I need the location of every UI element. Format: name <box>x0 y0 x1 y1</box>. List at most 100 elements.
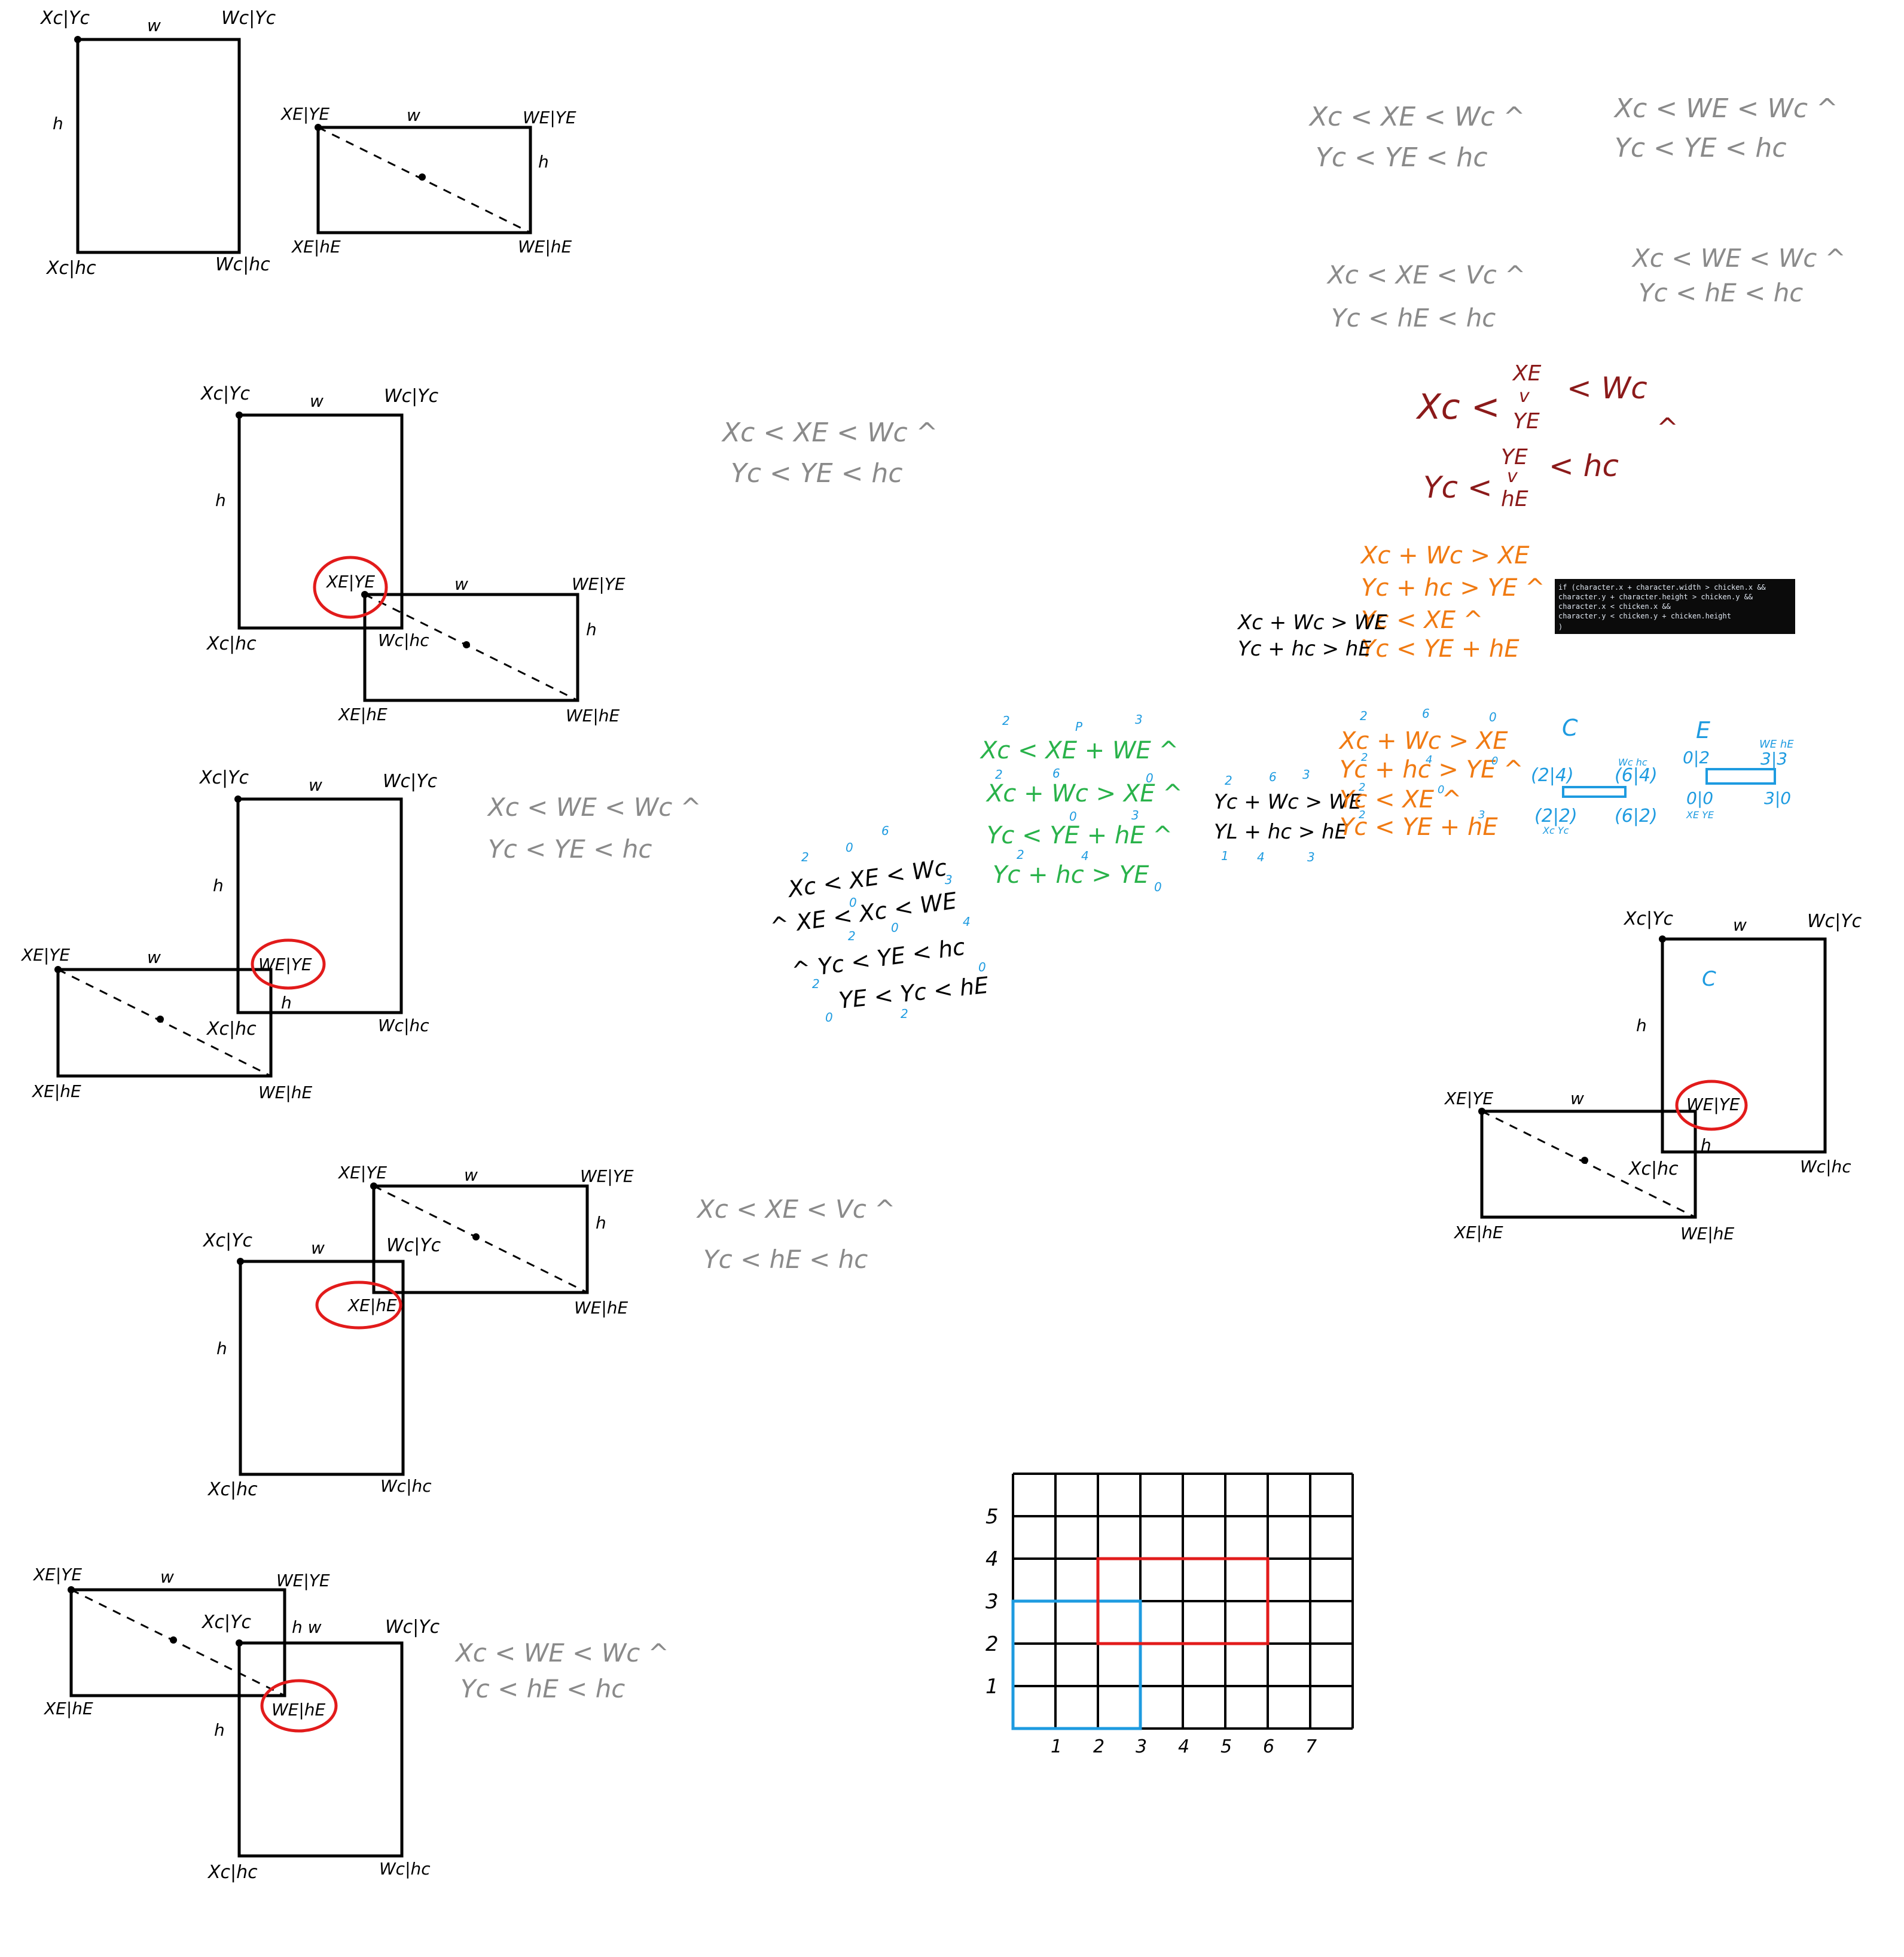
scribble-number: 4 <box>963 915 971 929</box>
corner-label-c-tr: Wc|Yc <box>1807 911 1862 932</box>
blue-e-left-bottom-label: XE YE <box>1686 809 1714 821</box>
orange-line: Xc + Wc > XE <box>1360 542 1530 569</box>
character-origin-dot <box>237 1258 244 1265</box>
orange-line: Yc < XE ^ <box>1361 606 1483 634</box>
side-label-w: w <box>311 1238 325 1258</box>
orange-number: 0 <box>1489 710 1497 724</box>
black-number: 6 <box>1269 770 1277 784</box>
condition-line: Xc < XE < Vc ^ <box>1326 260 1525 289</box>
orange-number: 2 <box>1359 809 1365 821</box>
side-label-w: w <box>309 775 322 795</box>
diagram-6-overlap-right: Xc|Yc w Wc|Yc C h h Xc|hc Wc|hc XE|YE w … <box>1444 909 1862 1243</box>
y-tick-label: 1 <box>985 1675 999 1699</box>
y-tick-label: 2 <box>985 1632 999 1656</box>
code-line: if (character.x + character.width > chic… <box>1558 583 1766 592</box>
corner-label-e-tl: XE|YE <box>325 572 375 592</box>
scribble-number: 3 <box>945 873 953 887</box>
corner-label-e-br: WE|hE <box>258 1083 313 1102</box>
entity-rect <box>316 126 532 234</box>
scribble-number: 0 <box>978 960 986 974</box>
black-number: 2 <box>1225 773 1232 788</box>
side-label-hw: h w <box>292 1617 322 1637</box>
character-origin-dot <box>236 411 243 419</box>
side-label-w: w <box>160 1567 174 1587</box>
corner-label-e-tl: XE|YE <box>1444 1089 1493 1108</box>
condition-line: Yc < YE < hc <box>731 458 903 489</box>
highlight-circle <box>1675 1080 1748 1131</box>
character-origin-dot <box>74 36 81 43</box>
character-rect <box>1661 937 1827 1154</box>
maroon-text: v <box>1507 466 1518 487</box>
code-line: character.y < chicken.y + chicken.height <box>1558 612 1731 620</box>
corner-label-c-bl: Xc|hc <box>206 633 257 654</box>
side-label-w: w <box>1733 915 1747 935</box>
blue-e-right-top-label: WE hE <box>1759 738 1794 751</box>
corner-label-e-br: WE|hE <box>574 1298 628 1318</box>
code-background <box>1555 579 1795 634</box>
maroon-text: Yc < <box>1423 470 1493 505</box>
orange-conditions-1: Xc + Wc > XE Yc + hc > YE ^ Yc < XE ^ Yc… <box>1360 542 1545 663</box>
blue-e-left-bottom: 0|0 <box>1686 788 1713 808</box>
corner-label-c-br: Wc|hc <box>378 630 429 650</box>
green-number: 6 <box>1052 766 1060 781</box>
blue-c-right-bottom: (6|2) <box>1615 806 1658 827</box>
entity-center-dot <box>1581 1157 1588 1164</box>
green-line: Yc + hc > YE <box>993 861 1149 889</box>
orange-line: Yc + hc > YE ^ <box>1361 574 1545 602</box>
y-tick-label: 3 <box>985 1590 999 1614</box>
y-tick-label: 5 <box>985 1505 999 1529</box>
orange-line: Yc < YE + hE <box>1361 635 1519 663</box>
condition-line: Xc < WE < Wc ^ <box>1631 243 1846 273</box>
corner-label-c-br: Wc|hc <box>380 1476 432 1496</box>
orange-number: 3 <box>1478 809 1485 821</box>
corner-label-e-tr: WE|YE <box>523 108 576 127</box>
corner-label-c-tr: Wc|Yc <box>383 771 438 792</box>
side-label-w: w <box>407 105 420 125</box>
blue-c-right-top: (6|4) <box>1615 765 1658 786</box>
condition-line: Xc < WE < Wc ^ <box>454 1638 669 1668</box>
maroon-text: YE <box>1513 409 1540 434</box>
entity-rect <box>1480 1109 1697 1219</box>
corner-label-e-br: WE|hE <box>271 1700 326 1720</box>
blue-c-left-bottom: (2|2) <box>1534 806 1577 827</box>
corner-label-c-tr: Wc|Yc <box>384 386 439 407</box>
maroon-text: YE <box>1501 445 1528 470</box>
x-tick-label: 5 <box>1220 1736 1232 1757</box>
maroon-text: XE <box>1512 361 1542 386</box>
orange-line: Xc + Wc > XE <box>1338 727 1508 755</box>
side-label-h: h <box>281 993 292 1013</box>
green-number: P <box>1075 720 1083 734</box>
corner-label-c-bl: Xc|hc <box>206 1019 257 1040</box>
character-rect <box>237 413 404 630</box>
corner-label-e-br: WE|hE <box>566 706 620 726</box>
green-number: 2 <box>1002 714 1010 728</box>
corner-label-c-br: Wc|hc <box>379 1859 431 1879</box>
black-line: Yc + Wc > WE <box>1214 790 1362 814</box>
green-number: 4 <box>1081 849 1089 863</box>
corner-label-c-tr: Wc|Yc <box>221 8 276 29</box>
corner-label-c-tr: Wc|Yc <box>385 1617 440 1638</box>
corner-label-e-tl: XE|YE <box>20 945 70 965</box>
black-line: Xc + Wc > WE <box>1237 611 1387 635</box>
side-label-w: w <box>147 947 161 967</box>
side-label-h: h <box>596 1213 606 1233</box>
side-label-h: h <box>53 114 63 133</box>
black-number: 1 <box>1221 849 1229 863</box>
blue-c-title: C <box>1562 715 1578 741</box>
side-label-w: w <box>454 574 468 594</box>
corner-label-e-tl: XE|YE <box>337 1163 387 1182</box>
black-number: 3 <box>1307 850 1315 864</box>
highlight-circle <box>260 1679 338 1733</box>
corner-label-e-tr: WE|YE <box>276 1571 330 1590</box>
diagram-1-no-overlap: Xc|Yc w Wc|Yc h Xc|hc Wc|hc XE|YE w WE|Y… <box>39 8 576 279</box>
maroon-text: hE <box>1501 487 1528 511</box>
corner-label-e-bl: XE|hE <box>347 1295 397 1315</box>
orange-number: 2 <box>1360 709 1368 723</box>
condition-line: Xc < XE < Wc ^ <box>721 417 938 448</box>
black-conditions-1: Xc + Wc > WE Yc + hc > hE <box>1237 611 1387 661</box>
entity-rect <box>363 593 579 702</box>
blue-c-rect <box>1562 786 1627 798</box>
highlight-circle <box>313 556 388 619</box>
